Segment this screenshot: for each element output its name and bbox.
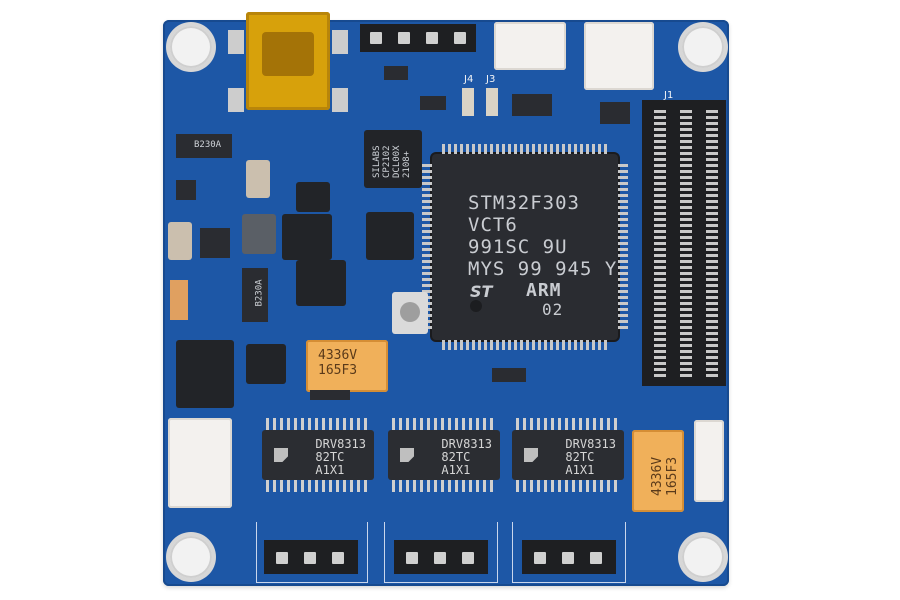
usb-pad-left [228, 30, 244, 54]
smd-component [310, 390, 350, 400]
mcu-line-4: MYS 99 945 Y [468, 258, 618, 280]
driver-1-marking: DRV8313 82TC A1X1 [315, 437, 366, 477]
sot-chip [246, 344, 286, 384]
power-chip-bottom-left [176, 340, 234, 408]
silkscreen-outline-1 [256, 522, 368, 583]
ti-logo-icon [400, 448, 414, 462]
driver-2-marking: DRV8313 82TC A1X1 [441, 437, 492, 477]
silabs-chip-marking: SILABS CP2102 DCL00X 2108+ [372, 145, 412, 178]
reset-button-cap [400, 302, 420, 322]
mcu-pins-right [618, 164, 628, 330]
smd-component [420, 96, 446, 110]
arm-logo-text: ARM [526, 280, 562, 301]
pin [562, 552, 574, 564]
smd-pad [486, 88, 498, 116]
smd-pad [170, 280, 188, 320]
jst-connector-top-1 [494, 22, 566, 70]
ti-logo-icon [274, 448, 288, 462]
mcu-line-1: STM32F303 [468, 192, 580, 214]
pin [534, 552, 546, 564]
usb-connector [246, 12, 330, 110]
smd-pad [462, 88, 474, 116]
driver-1-pins-top [266, 418, 370, 430]
regulator-chip-2 [282, 214, 332, 260]
tantalum-capacitor-1: 4336V 165F3 [306, 340, 388, 392]
pin [398, 32, 410, 44]
capacitor-marking-2: 4336V 165F3 [650, 456, 680, 496]
usb-pad-right [332, 30, 348, 54]
motor-driver-2: DRV8313 82TC A1X1 [388, 418, 500, 492]
label-j4: J4 [464, 74, 474, 85]
capacitor-marking-1: 4336V 165F3 [318, 348, 358, 378]
motor-driver-3: DRV8313 82TC A1X1 [512, 418, 624, 492]
smd-component [492, 368, 526, 382]
usb-pad-left-2 [228, 88, 244, 112]
smd-component [600, 102, 630, 124]
mounting-hole-bottom-right [682, 536, 724, 578]
beige-component-2 [168, 222, 192, 260]
inductor-1 [242, 214, 276, 254]
label-j3: J3 [486, 74, 496, 85]
ti-logo-icon [524, 448, 538, 462]
pin [406, 552, 418, 564]
diode-b230a-1: B230A [176, 134, 232, 158]
tantalum-capacitor-2: 4336V 165F3 [632, 430, 684, 512]
reset-button [392, 292, 428, 334]
pin [462, 552, 474, 564]
pin [332, 552, 344, 564]
smd-component [200, 228, 230, 258]
j1-pins-col-3 [706, 110, 718, 380]
jst-connector-bottom-left [168, 418, 232, 508]
diode-b230a-2: B230A [242, 268, 268, 322]
mounting-hole-top-left [170, 26, 212, 68]
beige-component-1 [246, 160, 270, 198]
smd-component [512, 94, 552, 116]
pin [590, 552, 602, 564]
usb-pad-right-2 [332, 88, 348, 112]
pin [276, 552, 288, 564]
driver-3-pins-top [516, 418, 620, 430]
imu-chip [366, 212, 414, 260]
motor-driver-1: DRV8313 82TC A1X1 [262, 418, 374, 492]
diode-marking-2: B230A [254, 279, 265, 307]
j1-pins-col-1 [654, 110, 666, 380]
pin [370, 32, 382, 44]
jst-connector-right [694, 420, 724, 502]
mcu-line-3: 991SC 9U [468, 236, 568, 258]
smd-component [384, 66, 408, 80]
pin [454, 32, 466, 44]
driver-2-pins-bottom [392, 480, 496, 492]
driver-2-pins-top [392, 418, 496, 430]
regulator-chip [296, 182, 330, 212]
driver-3-pins-bottom [516, 480, 620, 492]
pin1-dot-icon [470, 300, 482, 312]
silkscreen-outline-3 [512, 522, 626, 583]
mosfet-chip [296, 260, 346, 306]
mcu-pins-left [422, 164, 432, 330]
silabs-usb-bridge-chip: SILABS CP2102 DCL00X 2108+ [364, 130, 422, 188]
silkscreen-outline-2 [384, 522, 498, 583]
usb-port-opening [262, 32, 314, 76]
mounting-hole-top-right [682, 26, 724, 68]
label-j1: J1 [664, 90, 674, 101]
driver-3-marking: DRV8313 82TC A1X1 [565, 437, 616, 477]
st-logo-icon: ST [470, 282, 493, 301]
pin [434, 552, 446, 564]
jst-connector-top-2 [584, 22, 654, 90]
pin [304, 552, 316, 564]
mcu-code: 02 [542, 300, 564, 319]
smd-component [176, 180, 196, 200]
driver-1-pins-bottom [266, 480, 370, 492]
mounting-hole-bottom-left [170, 536, 212, 578]
mcu-pins-bottom [442, 340, 608, 350]
mcu-pins-top [442, 144, 608, 154]
pin [426, 32, 438, 44]
j1-pins-col-2 [680, 110, 692, 380]
mcu-line-2: VCT6 [468, 214, 518, 236]
stm32-microcontroller: STM32F303 VCT6 991SC 9U MYS 99 945 Y ARM… [432, 154, 618, 340]
diode-marking-1: B230A [194, 140, 222, 150]
